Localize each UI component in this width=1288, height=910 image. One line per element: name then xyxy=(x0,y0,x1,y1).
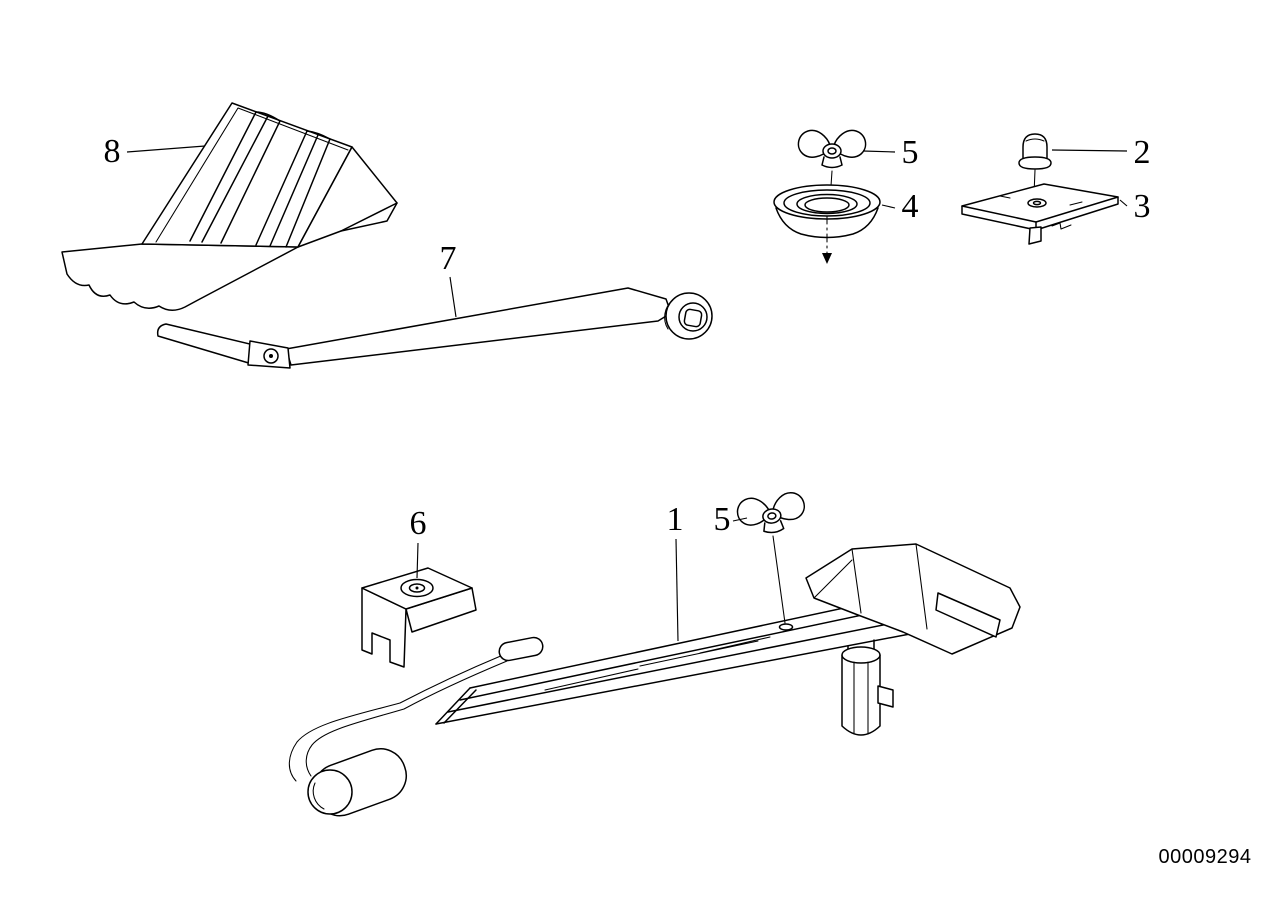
document-number: 00009294 xyxy=(1159,846,1252,868)
callout-6-label[interactable]: 6 xyxy=(410,505,427,542)
wheel-chock xyxy=(61,102,398,311)
lug-wrench xyxy=(156,287,713,369)
wing-nut-hole xyxy=(778,623,794,631)
pry-blade xyxy=(156,323,259,365)
arrow-down-icon xyxy=(822,253,832,264)
mounting-plate xyxy=(961,183,1119,245)
bracket-front xyxy=(361,587,407,668)
load-pad xyxy=(805,543,1021,655)
crank-rod xyxy=(288,654,508,782)
callout-1-label[interactable]: 1 xyxy=(667,501,684,538)
chock-base-flap xyxy=(61,243,299,311)
wrench-shaft xyxy=(285,287,672,366)
cap-nut xyxy=(1018,133,1052,196)
callout-7-label[interactable]: 7 xyxy=(440,240,457,277)
rubber-grommet xyxy=(773,184,881,264)
callout-1[interactable]: 1 xyxy=(667,501,684,642)
wing-nut-upper xyxy=(797,129,867,187)
callout-2[interactable]: 2 xyxy=(1051,134,1151,171)
roller-end-cap xyxy=(307,769,353,815)
callout-6[interactable]: 6 xyxy=(410,505,427,579)
pivot-pin xyxy=(877,685,894,708)
callout-8-label[interactable]: 8 xyxy=(104,133,121,170)
callout-5-lower[interactable]: 5 xyxy=(714,501,748,538)
clamp-bracket xyxy=(361,567,477,668)
car-jack xyxy=(288,543,1021,817)
crank-handle-end xyxy=(498,636,544,662)
callout-3[interactable]: 3 xyxy=(1119,188,1151,225)
plate-tab xyxy=(1028,226,1042,245)
jack-beam xyxy=(435,595,911,725)
wing-nut-lower xyxy=(734,490,809,624)
callout-5-upper-label[interactable]: 5 xyxy=(902,134,919,171)
load-pad-slot xyxy=(935,592,1001,638)
callout-8[interactable]: 8 xyxy=(104,133,206,170)
callout-7[interactable]: 7 xyxy=(440,240,457,318)
callout-2-label[interactable]: 2 xyxy=(1134,134,1151,171)
callout-4[interactable]: 4 xyxy=(881,188,919,225)
callouts: 8 7 5 4 2 3 6 1 xyxy=(104,133,1151,642)
callout-3-label[interactable]: 3 xyxy=(1134,188,1151,225)
callout-5-upper[interactable]: 5 xyxy=(862,134,919,171)
pivot-cylinder xyxy=(841,654,881,736)
callout-5-lower-label[interactable]: 5 xyxy=(714,501,731,538)
callout-4-label[interactable]: 4 xyxy=(902,188,919,225)
